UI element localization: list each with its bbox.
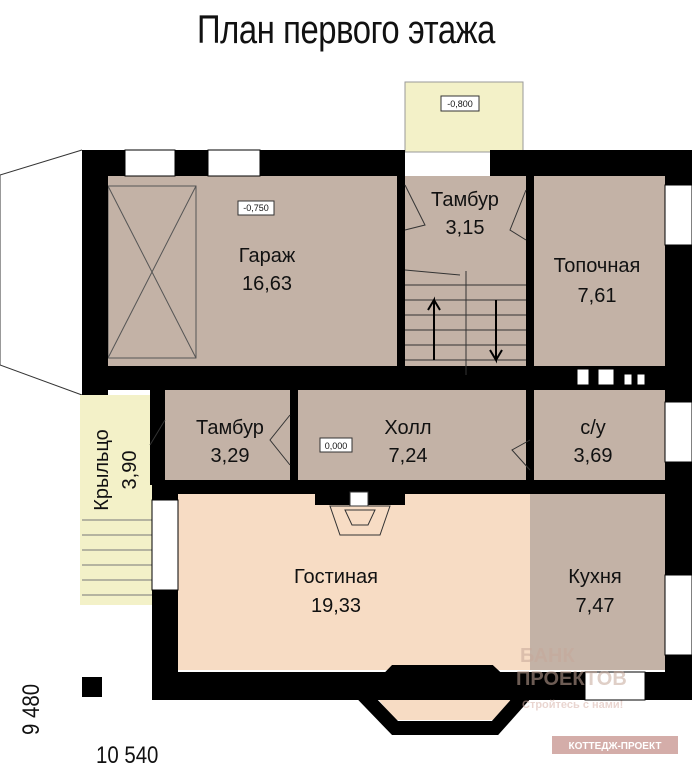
living-area: 19,33: [311, 595, 361, 617]
watermark-line4: КОТТЕДЖ-ПРОЕКТ: [569, 741, 662, 752]
watermark-band: [552, 736, 678, 754]
living-name: Гостиная: [294, 566, 378, 588]
fireplace: [329, 491, 391, 536]
vestibule-top-floor: [400, 176, 530, 271]
vestibule-left-name: Тамбур: [196, 417, 264, 439]
pit-diag-2: [107, 185, 197, 359]
boiler-name: Топочная: [554, 255, 641, 277]
entrance-landing: [404, 81, 524, 153]
watermark-line3: Стройтесь с нами!: [522, 699, 623, 711]
hall-level-text: 0,000: [325, 441, 348, 451]
width-dimension: 10 540: [96, 742, 159, 769]
height-dimension: 9 480: [18, 683, 45, 735]
garage-name: Гараж: [239, 245, 296, 267]
watermark-logo: БАНК ПРОЕКТОВ Стройтесь с нами! КОТТЕДЖ-…: [516, 645, 678, 754]
hall-level-box: [319, 437, 353, 453]
hall-area: 7,24: [389, 445, 428, 467]
entrance-level-box: [440, 95, 480, 112]
watermark-line1: БАНК: [520, 645, 576, 667]
kitchen-area: 7,47: [576, 595, 615, 617]
garage-ramp: [0, 149, 83, 396]
bathroom-area: 3,69: [574, 445, 613, 467]
entrance-level-text: -0,800: [447, 99, 473, 109]
bathroom-name: с/у: [580, 417, 606, 439]
garage-area: 16,63: [242, 273, 292, 295]
hall-name: Холл: [384, 417, 431, 439]
boiler-floor: [530, 176, 665, 366]
doors: [149, 184, 531, 471]
kitchen-name: Кухня: [568, 566, 622, 588]
vestibule-top-area: 3,15: [446, 217, 485, 239]
stair-arrow-up: [427, 296, 441, 360]
porch-stairs: [82, 519, 152, 596]
porch-label: Крыльцо 3,90: [91, 429, 141, 511]
stair-arrow-down: [489, 300, 503, 364]
windows: [124, 149, 692, 701]
stairs: [405, 271, 526, 375]
vestibule-left-floor: [163, 390, 293, 485]
scale-marker: [82, 677, 102, 697]
page-title: План первого этажа: [196, 8, 496, 52]
vestibule-left-area: 3,29: [211, 445, 250, 467]
bathroom-floor: [530, 390, 665, 490]
porch-area: 3,90: [119, 451, 141, 490]
garage-level-box: [237, 200, 275, 216]
boiler-area: 7,61: [578, 285, 617, 307]
garage-level-text: -0,750: [243, 203, 269, 213]
kitchen-floor: [530, 490, 665, 670]
porch-name: Крыльцо: [91, 429, 113, 511]
bay-window: [358, 665, 530, 735]
watermark-line2: ПРОЕКТОВ: [516, 668, 627, 690]
vestibule-top-name: Тамбур: [431, 189, 499, 211]
